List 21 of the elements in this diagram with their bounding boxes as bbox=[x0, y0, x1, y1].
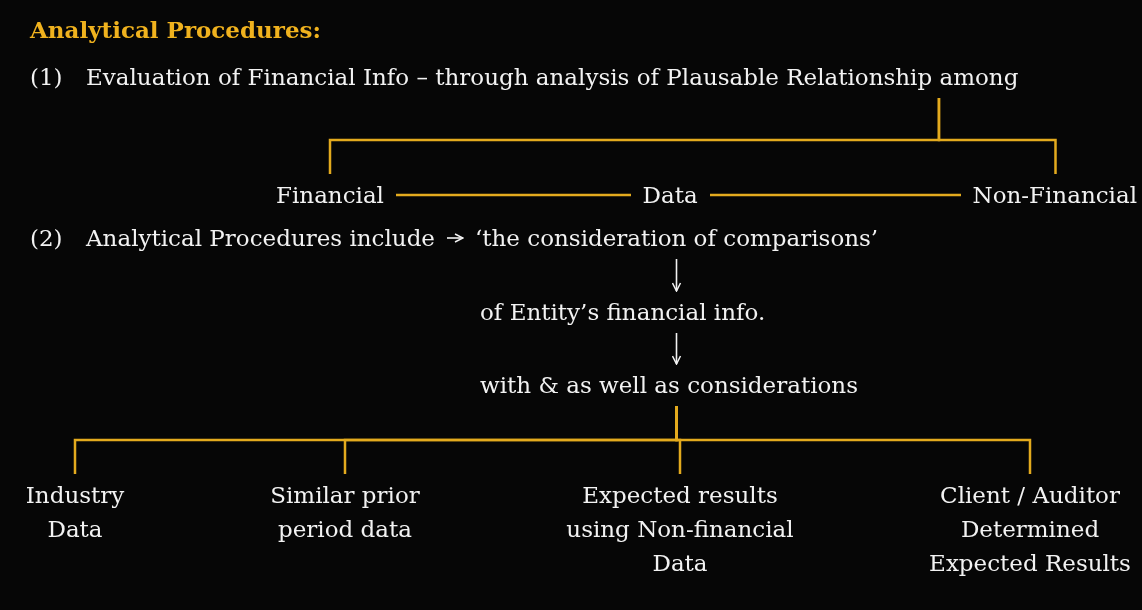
list-number: (1) bbox=[30, 63, 64, 92]
text-label: with & as well as considerations bbox=[480, 368, 858, 402]
slide-heading: Analytical Procedures: bbox=[30, 16, 321, 43]
arrow bbox=[671, 332, 682, 365]
arrow bbox=[446, 233, 464, 243]
text-label: Industry Data bbox=[17, 478, 133, 546]
text-label: of Entity’s financial info. bbox=[480, 295, 766, 329]
text-label: Client / Auditor Determined Expected Results bbox=[922, 478, 1138, 580]
list-number: (2) bbox=[30, 224, 64, 253]
text-label: Data bbox=[642, 178, 698, 212]
text-label: Financial bbox=[276, 178, 384, 212]
connector-line bbox=[937, 98, 1057, 174]
arrow bbox=[671, 258, 682, 292]
text-label: Evaluation of Financial Info – through analysis of Plausable Relationship among bbox=[86, 64, 1019, 90]
text-label: ‘the consideration of comparisons’ bbox=[475, 221, 879, 255]
connector-line bbox=[396, 193, 631, 197]
text-label: Analytical Procedures include bbox=[86, 225, 435, 251]
text-label: Expected results using Non-financial Data bbox=[557, 478, 803, 580]
connector-line bbox=[710, 193, 961, 197]
text-label: Similar prior period data bbox=[270, 478, 420, 546]
text-label: Non-Financial bbox=[972, 178, 1137, 212]
